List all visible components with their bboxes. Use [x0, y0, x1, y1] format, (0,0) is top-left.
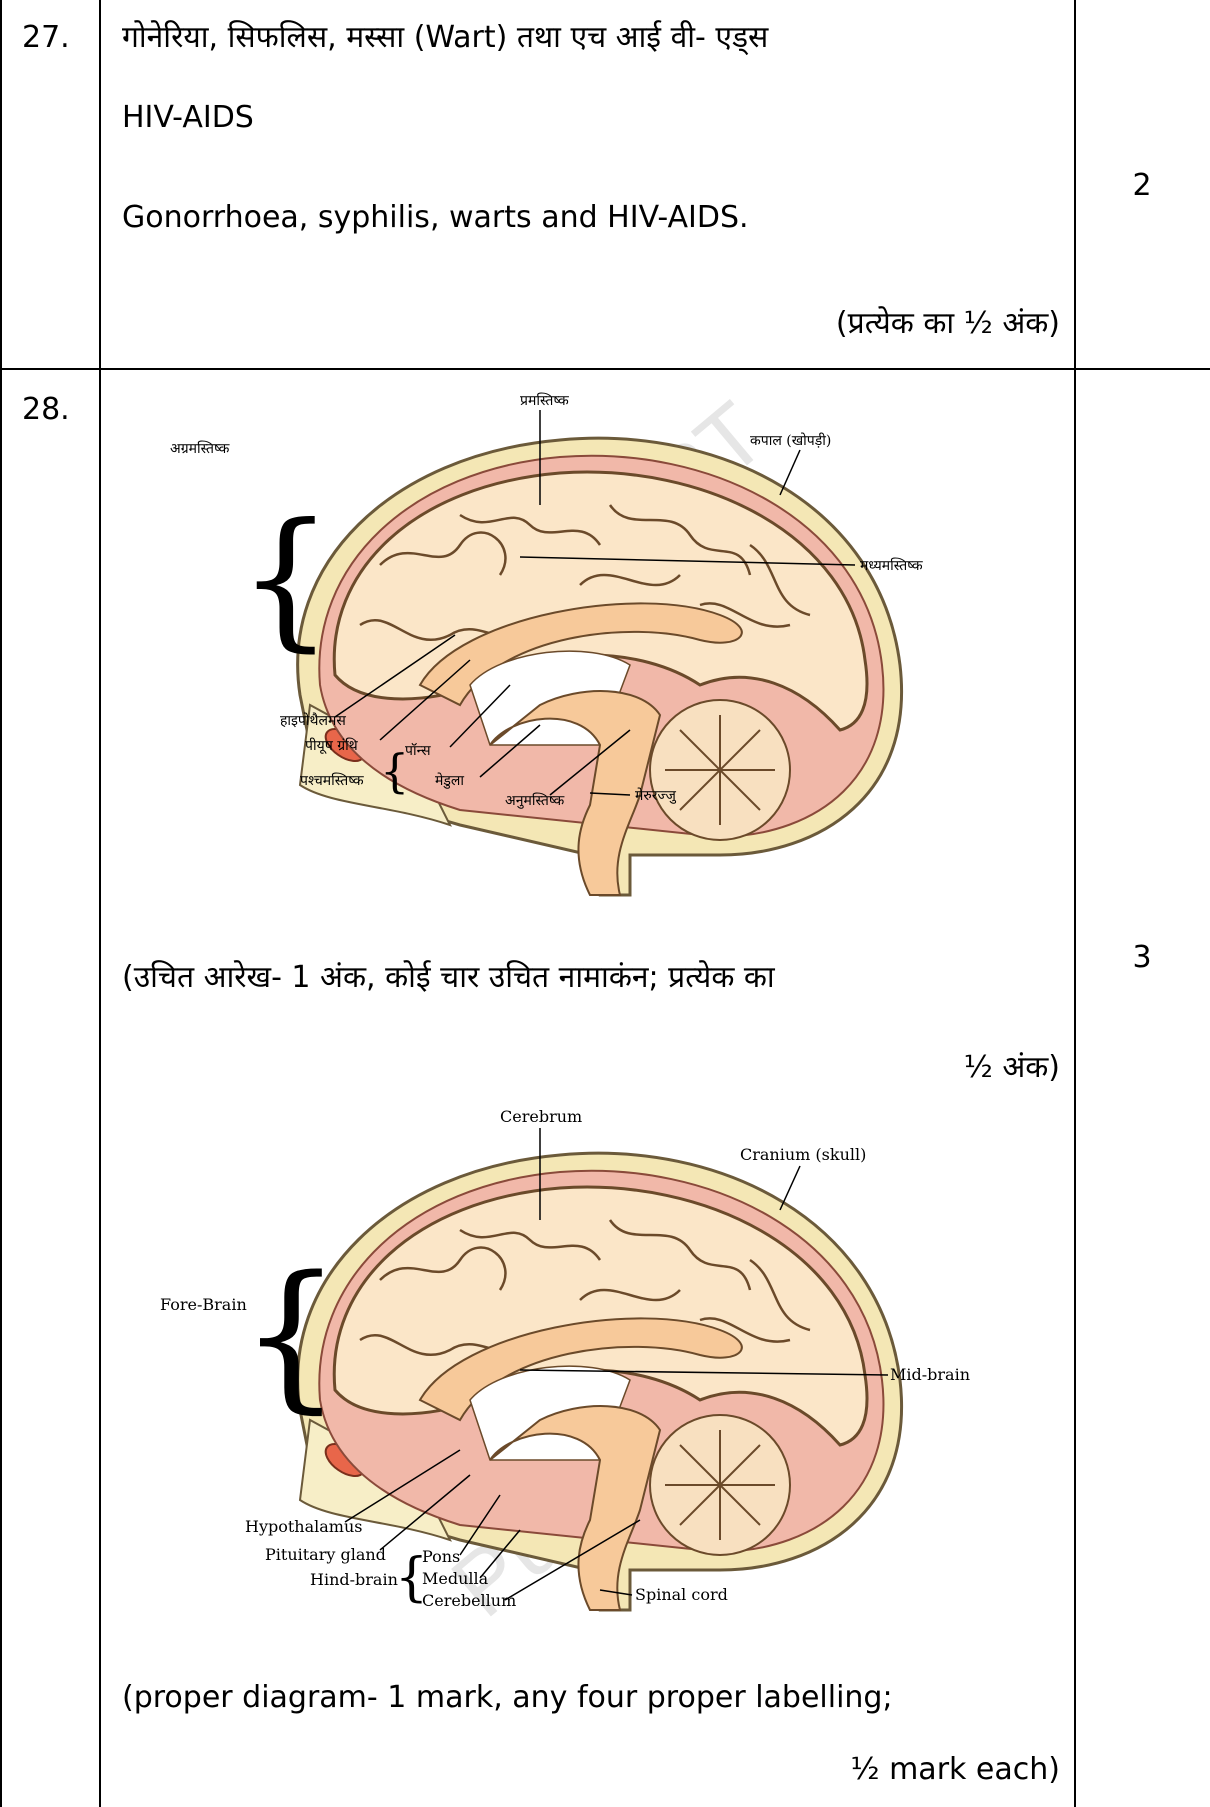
- pointer-cranium: [780, 450, 800, 495]
- label-hypothalamus: Hypothalamus: [245, 1517, 362, 1536]
- marks-27: 2: [1112, 168, 1172, 203]
- caption-hindi-line2: ½ अंक): [700, 1050, 1060, 1086]
- label-cerebellum: Cerebellum: [422, 1591, 516, 1610]
- label-forebrain: अग्रमस्तिष्क: [170, 440, 230, 457]
- answer-27-hindi-line2: HIV-AIDS: [122, 100, 254, 136]
- caption-hindi-line1: (उचित आरेख- 1 अंक, कोई चार उचित नामाकंन;…: [122, 960, 775, 996]
- forebrain-brace: {: [240, 1241, 342, 1428]
- table-border-left: [0, 0, 2, 1807]
- label-pituitary: Pituitary gland: [265, 1545, 386, 1564]
- brain-diagram-english: Cerebrum Cranium (skull) Fore-Brain { Mi…: [160, 1100, 1000, 1620]
- forebrain-brace: {: [238, 492, 333, 666]
- cerebellum: [650, 1415, 790, 1555]
- brain-diagram-hindi: प्रमस्तिष्क कपाल (खोपड़ी) अग्रमस्तिष्क {…: [160, 385, 1000, 915]
- label-forebrain: Fore-Brain: [160, 1295, 247, 1314]
- label-medulla: Medulla: [422, 1569, 489, 1588]
- label-spinal-cord: मेरुरज्जु: [635, 787, 677, 804]
- caption-english-line1: (proper diagram- 1 mark, any four proper…: [122, 1680, 893, 1716]
- caption-english-line2: ½ mark each): [700, 1752, 1060, 1788]
- label-medulla: मेडुला: [435, 772, 464, 789]
- question-number-28: 28.: [22, 392, 70, 427]
- table-column-divider-2: [1074, 0, 1076, 1807]
- cerebellum: [650, 700, 790, 840]
- question-number-27: 27.: [22, 20, 70, 55]
- marks-28: 3: [1112, 940, 1172, 975]
- label-hypothalamus: हाइपोथैलमस: [280, 712, 346, 729]
- answer-27-hindi-line1: गोनेरिया, सिफलिस, मस्सा (Wart) तथा एच आई…: [122, 20, 768, 56]
- label-midbrain: Mid-brain: [890, 1365, 970, 1384]
- label-spinal-cord: Spinal cord: [635, 1585, 728, 1604]
- pointer-cranium: [780, 1166, 800, 1210]
- table-row-divider: [0, 368, 1210, 370]
- label-cerebrum: Cerebrum: [500, 1107, 582, 1126]
- label-pons: पॉन्स: [405, 742, 431, 759]
- label-cerebrum: प्रमस्तिष्क: [520, 392, 569, 409]
- label-cerebellum: अनुमस्तिष्क: [505, 792, 565, 809]
- label-pons: Pons: [422, 1547, 460, 1566]
- label-hindbrain: Hind-brain: [310, 1570, 398, 1589]
- label-midbrain: मध्यमस्तिष्क: [860, 557, 923, 574]
- answer-27-note: (प्रत्येक का ½ अंक): [700, 306, 1060, 342]
- label-cranium: Cranium (skull): [740, 1145, 866, 1164]
- answer-27-english: Gonorrhoea, syphilis, warts and HIV-AIDS…: [122, 200, 749, 236]
- label-pituitary: पीयूष ग्रंथि: [305, 737, 359, 754]
- label-cranium: कपाल (खोपड़ी): [750, 432, 831, 449]
- table-column-divider-1: [99, 0, 101, 1807]
- label-hindbrain: पश्चमस्तिष्क: [300, 772, 364, 789]
